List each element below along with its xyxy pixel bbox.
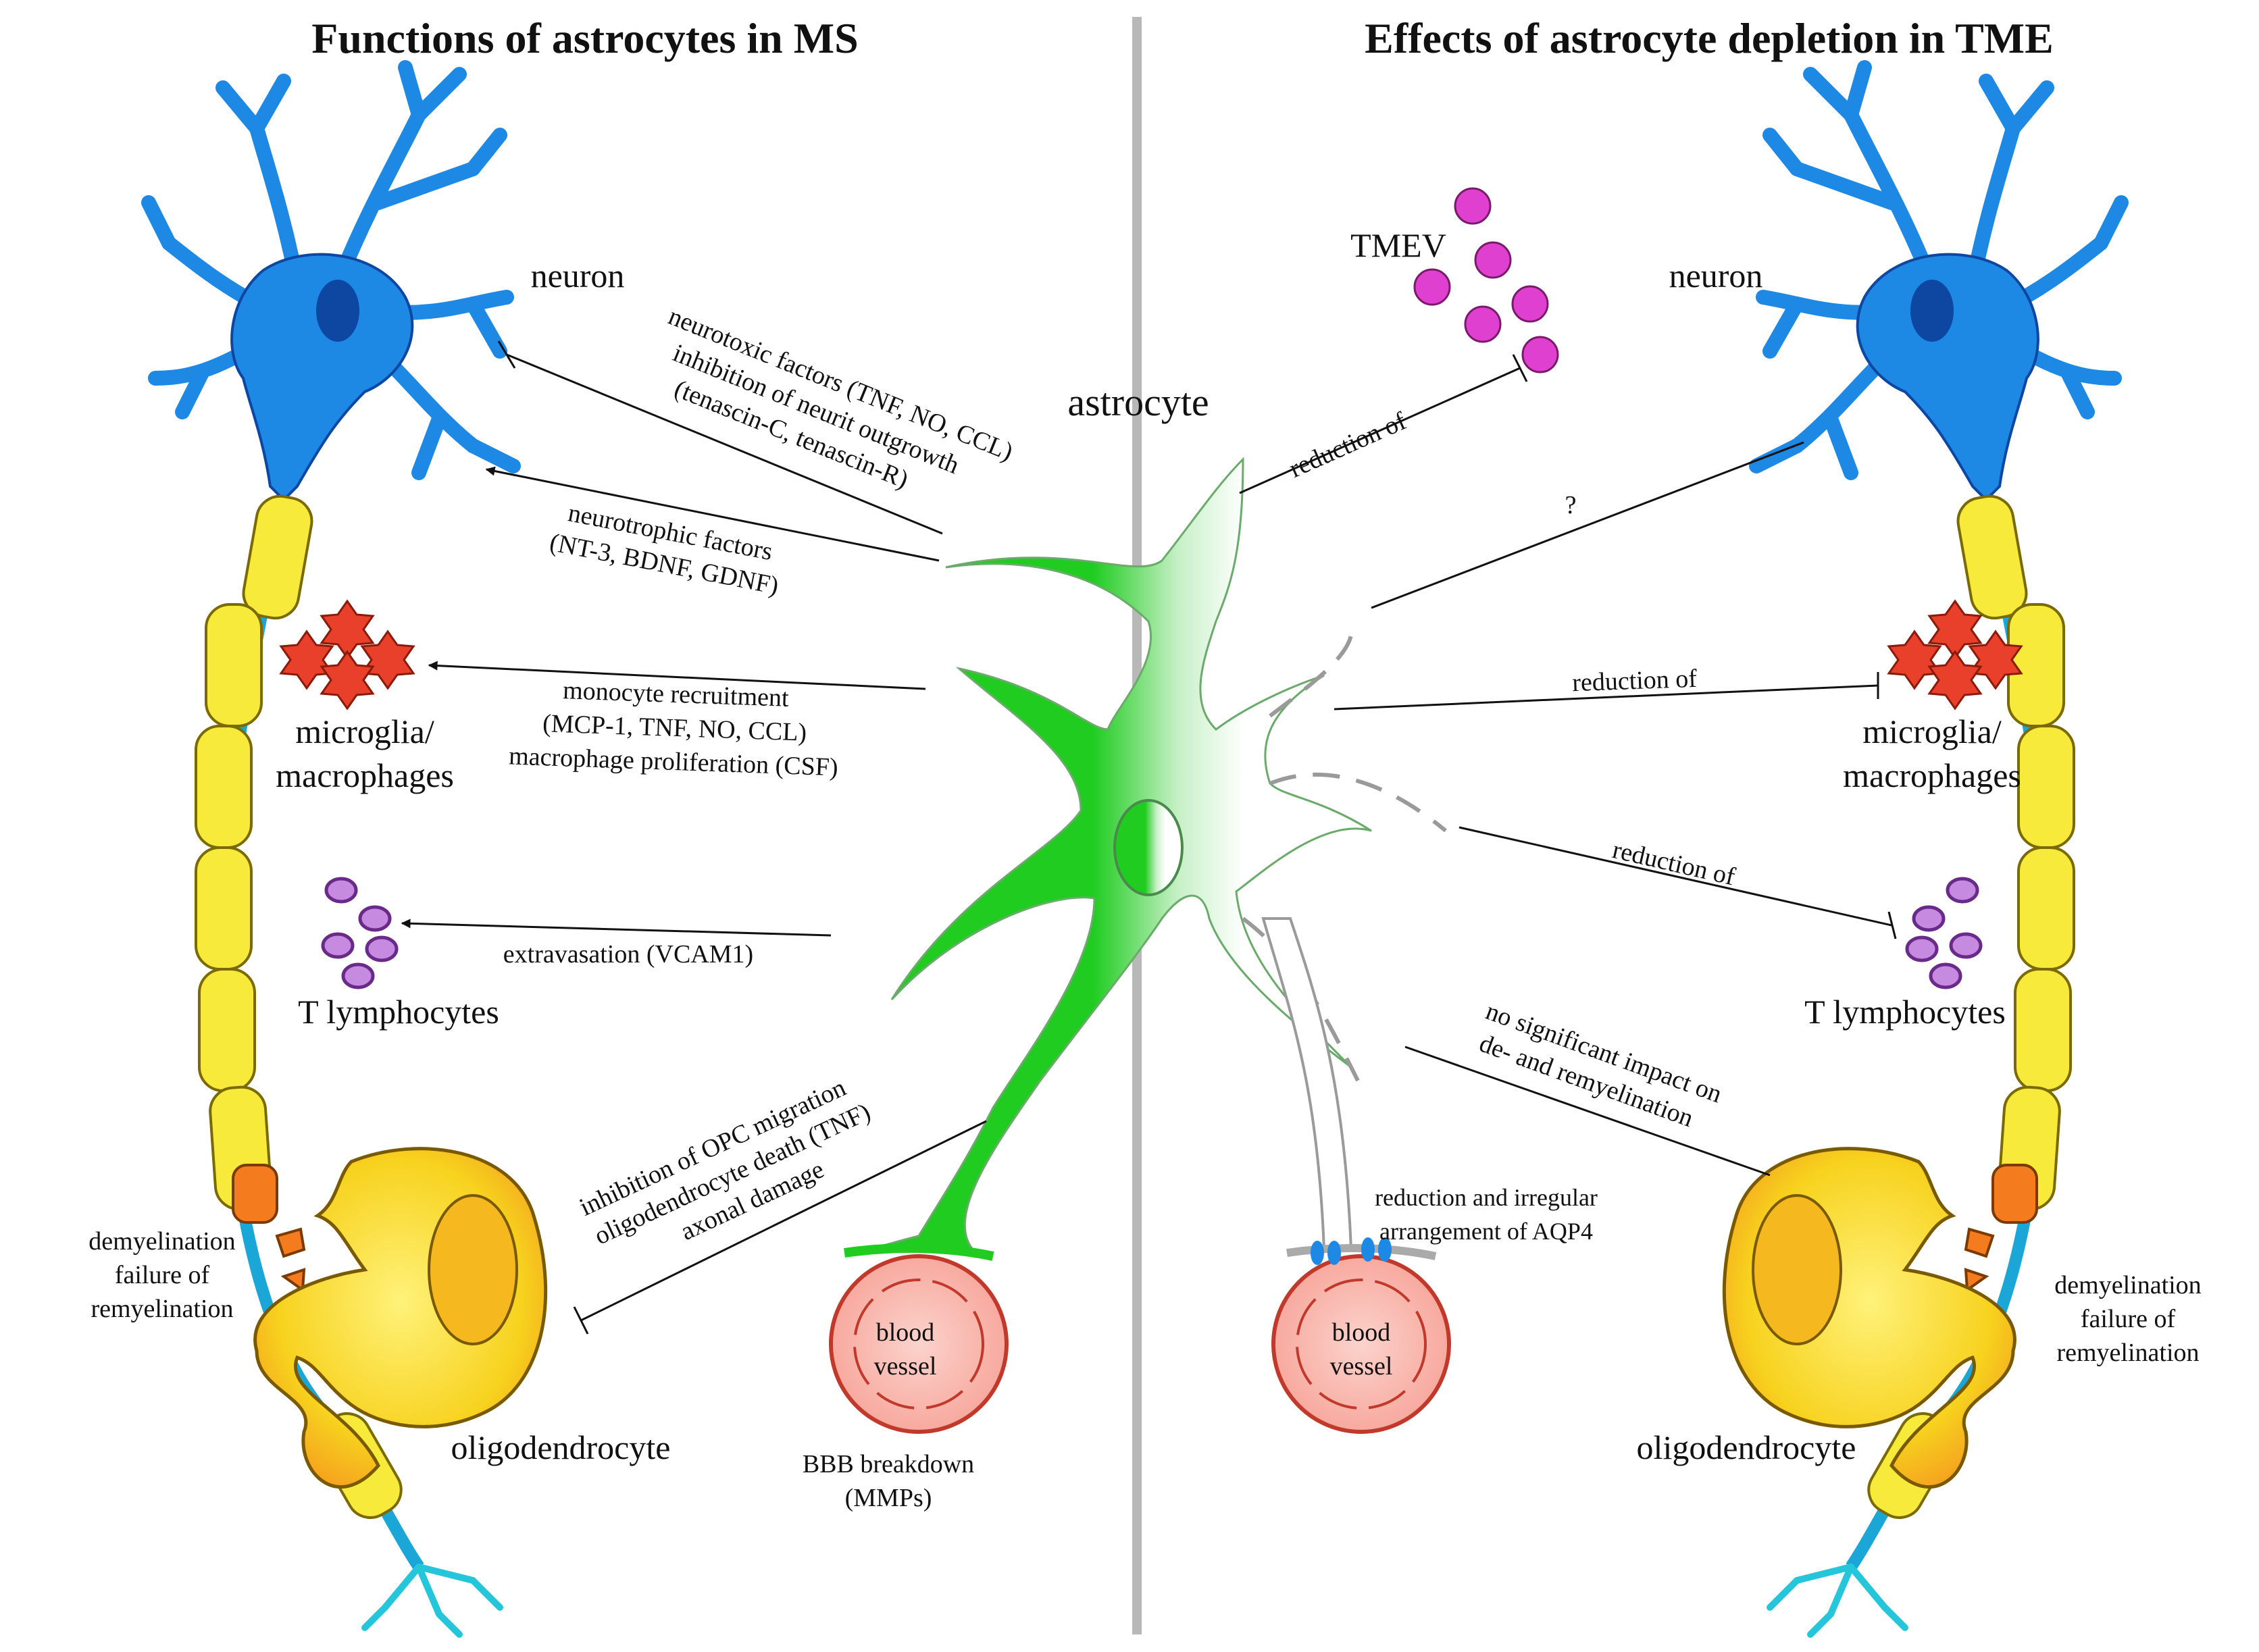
left-neuron-nucleus bbox=[316, 280, 359, 342]
astrocyte-nucleus bbox=[1113, 799, 1184, 896]
right-oligodendrocyte bbox=[1722, 1147, 2016, 1489]
tmev-viruses bbox=[1413, 187, 1559, 373]
left-tlymph-label: T lymphocytes bbox=[298, 993, 499, 1031]
left-blood-label-2: vessel bbox=[874, 1352, 937, 1380]
right-t-lymphocytes bbox=[1905, 877, 1983, 989]
left-microglia-label-2: macrophages bbox=[276, 756, 454, 794]
left-title: Functions of astrocytes in MS bbox=[311, 14, 858, 62]
opc-inhibition-line bbox=[580, 1120, 987, 1322]
aqp4-label-2: arrangement of AQP4 bbox=[1379, 1218, 1593, 1245]
right-connectors bbox=[1239, 354, 1897, 1177]
left-axon-terminals bbox=[361, 1564, 503, 1638]
nosig-line bbox=[1404, 1046, 1771, 1177]
left-blood-vessel bbox=[829, 1243, 1009, 1434]
left-microglia-label-1: microglia/ bbox=[295, 713, 434, 750]
monocyte-arrow bbox=[428, 661, 926, 690]
neurotoxic-inhibition-line bbox=[506, 353, 943, 535]
right-oligo-nucleus bbox=[1752, 1194, 1842, 1345]
bbb-label-1: BBB breakdown bbox=[803, 1450, 974, 1478]
left-neuron-soma bbox=[230, 253, 414, 502]
tmev-reduction-line bbox=[1239, 367, 1521, 494]
neurotrophic-label-group: neurotrophic factors (NT-3, BDNF, GDNF) bbox=[547, 498, 781, 600]
right-oligo-label: oligodendrocyte bbox=[1637, 1428, 1856, 1466]
right-microglia-label-2: macrophages bbox=[1843, 756, 2021, 794]
monocyte-label-group: monocyte recruitment (MCP-1, TNF, NO, CC… bbox=[509, 676, 839, 781]
extravasation-arrow bbox=[401, 919, 832, 937]
neurotoxic-inhibition-bar bbox=[497, 340, 516, 369]
right-demyel-label-1: demyelination bbox=[2054, 1271, 2201, 1299]
right-blood-label-1: blood bbox=[1332, 1318, 1391, 1347]
right-blood-label-2: vessel bbox=[1330, 1352, 1393, 1380]
left-blood-label-1: blood bbox=[876, 1318, 935, 1347]
right-neuron-label: neuron bbox=[1669, 257, 1763, 294]
left-oligodendrocyte bbox=[253, 1147, 548, 1489]
right-neuron-soma bbox=[1856, 253, 2039, 502]
left-demyel-label-1: demyelination bbox=[88, 1227, 235, 1256]
right-myelin-fragments bbox=[1964, 1164, 2038, 1293]
right-title: Effects of astrocyte depletion in TME bbox=[1365, 14, 2054, 62]
right-microglia-cells bbox=[1887, 599, 2023, 711]
neurotoxic-label-group: neurotoxic factors (TNF, NO, CCL) inhibi… bbox=[665, 302, 1017, 494]
tmev-reduction-label: reduction of bbox=[1285, 407, 1411, 484]
right-neuron bbox=[1749, 60, 2129, 1638]
tlymph-reduction-line bbox=[1458, 826, 1892, 927]
left-oligo-label: oligodendrocyte bbox=[451, 1428, 671, 1466]
aqp4-channels bbox=[1311, 1237, 1392, 1265]
nosig-label-group: no significant impact on de- and remyeli… bbox=[1475, 997, 1725, 1133]
left-demyel-label-2: failure of bbox=[115, 1261, 210, 1289]
monocyte-label-2: (MCP-1, TNF, NO, CCL) bbox=[542, 709, 807, 747]
tlymph-reduction-label: reduction of bbox=[1610, 835, 1738, 892]
right-demyel-label-2: failure of bbox=[2081, 1305, 2176, 1333]
right-demyel-label-3: remyelination bbox=[2056, 1339, 2199, 1367]
monocyte-label-3: macrophage proliferation (CSF) bbox=[509, 742, 839, 781]
neurotrophic-arrow bbox=[485, 466, 940, 562]
microglia-reduction-line bbox=[1334, 684, 1879, 711]
aqp4-label-1: reduction and irregular bbox=[1375, 1184, 1598, 1211]
right-tlymph-label: T lymphocytes bbox=[1804, 993, 2006, 1031]
question-line bbox=[1371, 441, 1804, 609]
question-label: ? bbox=[1565, 491, 1577, 519]
right-microglia-label-1: microglia/ bbox=[1862, 713, 2002, 750]
opc-inhibition-bar bbox=[573, 1306, 589, 1335]
left-neuron-label: neuron bbox=[531, 257, 625, 294]
astrocyte-cell bbox=[864, 457, 1447, 1251]
left-microglia-cells bbox=[279, 599, 415, 711]
right-blood-vessel bbox=[1271, 1237, 1451, 1434]
right-axon-terminals bbox=[1767, 1564, 1908, 1638]
opc-label-group: inhibition of OPC migration oligodendroc… bbox=[575, 1073, 875, 1250]
tlymph-reduction-bar bbox=[1887, 911, 1897, 939]
left-demyel-label-3: remyelination bbox=[91, 1295, 233, 1323]
left-connectors bbox=[401, 340, 987, 1335]
astrocyte-label: astrocyte bbox=[1067, 380, 1209, 424]
right-neuron-nucleus bbox=[1910, 280, 1954, 342]
bbb-label-2: (MMPs) bbox=[845, 1484, 932, 1512]
tmev-label: TMEV bbox=[1350, 226, 1446, 264]
left-myelin-fragments bbox=[232, 1164, 306, 1293]
left-t-lymphocytes bbox=[321, 877, 399, 989]
extravasation-label: extravasation (VCAM1) bbox=[503, 940, 753, 969]
left-oligo-nucleus bbox=[428, 1194, 518, 1345]
tmev-reduction-bar bbox=[1512, 354, 1528, 382]
microglia-reduction-label: reduction of bbox=[1572, 665, 1698, 697]
